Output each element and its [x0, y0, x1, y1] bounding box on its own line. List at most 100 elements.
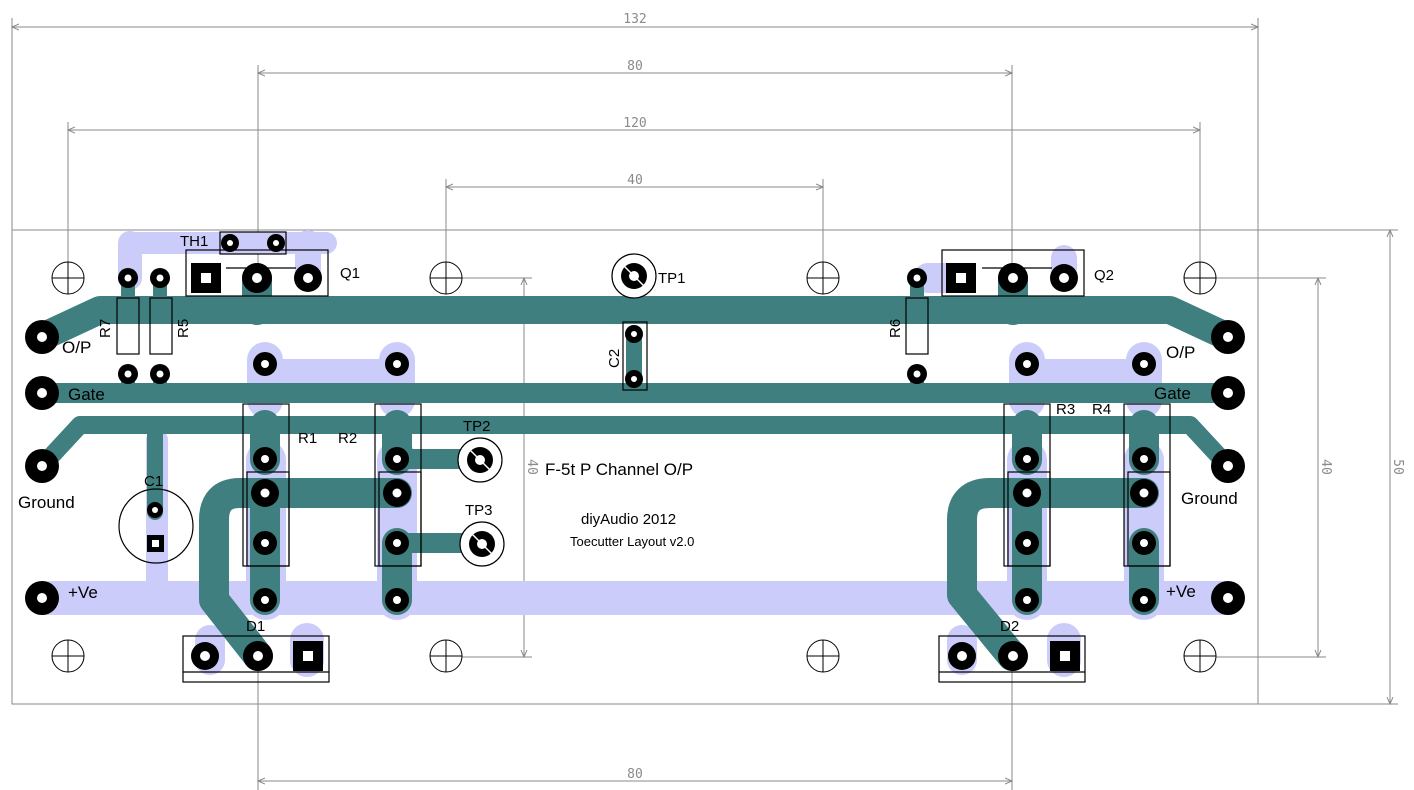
label-op-left: O/P [62, 338, 91, 357]
pad-ve-left [25, 581, 59, 615]
label-ve-left: +Ve [68, 583, 98, 602]
pads [25, 234, 1245, 671]
pad-r5 [150, 364, 170, 384]
pad-r6 [907, 364, 927, 384]
pad-op-right [1211, 320, 1245, 354]
mounting-hole-icon [806, 639, 840, 673]
r3-inner-outline [1007, 471, 1051, 567]
pad-r1-top [253, 352, 277, 376]
dim-label-132: 132 [623, 12, 646, 27]
pad-c1 [147, 502, 163, 518]
pad-d2 [998, 641, 1028, 671]
c2-outline [622, 321, 648, 391]
pad-q2 [1050, 264, 1078, 292]
d2-outline [938, 635, 1086, 683]
label-r5: R5 [175, 319, 192, 338]
pad-r2-top [385, 352, 409, 376]
board-version: Toecutter Layout v2.0 [570, 534, 694, 549]
dim-label-120: 120 [623, 116, 646, 131]
mounting-hole-icon [429, 261, 463, 295]
pad-q1 [294, 264, 322, 292]
label-d1: D1 [246, 618, 265, 635]
mounting-holes [51, 261, 1217, 673]
pad-r4 [1132, 588, 1156, 612]
pad-r2 [383, 479, 411, 507]
mounting-hole-icon [51, 261, 85, 295]
pad-r3-top [1015, 352, 1039, 376]
label-r2: R2 [338, 430, 357, 447]
r4-inner-outline [1127, 471, 1171, 567]
pad-r1 [251, 479, 279, 507]
dim-label-40-right: 40 [1318, 459, 1333, 475]
label-r3: R3 [1056, 401, 1075, 418]
pad-op-left [25, 320, 59, 354]
q2-outline [941, 249, 1085, 297]
pad-ve-right [1211, 581, 1245, 615]
pad-r1 [253, 447, 277, 471]
label-op-right: O/P [1166, 343, 1195, 362]
pad-r2 [385, 531, 409, 555]
dimension-labels: 132 80 120 40 40 40 50 80 [524, 12, 1405, 782]
pad-ground-right [1211, 449, 1245, 483]
label-tp2: TP2 [463, 418, 491, 435]
pad-r3 [1015, 531, 1039, 555]
pad-r4 [1130, 479, 1158, 507]
pad-c2 [625, 370, 643, 388]
pad-q2 [998, 263, 1028, 293]
pad-r3 [1013, 479, 1041, 507]
pad-r4-top [1132, 352, 1156, 376]
r5-outline [149, 297, 173, 355]
pad-r3 [1015, 447, 1039, 471]
tp2-icon [457, 437, 503, 483]
pad-r5 [150, 268, 170, 288]
board-outline [11, 229, 1259, 705]
label-th1: TH1 [180, 233, 208, 250]
dim-label-50: 50 [1390, 459, 1405, 475]
board-title: F-5t P Channel O/P [545, 460, 693, 479]
label-gate-left: Gate [68, 385, 105, 404]
pad-ground-left [25, 449, 59, 483]
tp3-icon [459, 521, 505, 567]
component-labels: TH1 Q1 Q2 TP1 TP2 TP3 R1 R2 R3 R4 R7 R5 … [97, 233, 1114, 635]
mounting-hole-icon [806, 261, 840, 295]
pad-r4 [1132, 531, 1156, 555]
pad-r4 [1132, 447, 1156, 471]
label-c2: C2 [606, 349, 623, 368]
pad-q1-square [191, 263, 221, 293]
label-r6: R6 [887, 319, 904, 338]
c1-outline [118, 488, 194, 564]
mounting-hole-icon [1183, 261, 1217, 295]
label-c1: C1 [144, 473, 163, 490]
label-tp1: TP1 [658, 270, 686, 287]
r7-outline [116, 297, 140, 355]
dimension-lines [12, 18, 1398, 790]
pad-q1 [242, 263, 272, 293]
pad-r1 [253, 531, 277, 555]
r1-inner-outline [246, 471, 290, 567]
board-titles: F-5t P Channel O/P diyAudio 2012 Toecutt… [545, 460, 694, 549]
pad-gate-right [1211, 376, 1245, 410]
pad-d1 [191, 642, 219, 670]
pad-c2 [625, 325, 643, 343]
tp1-icon [611, 253, 657, 299]
pad-r6 [907, 268, 927, 288]
q1-outline [185, 249, 329, 297]
pad-r7 [118, 364, 138, 384]
test-points [457, 253, 657, 567]
pad-d1-square [293, 641, 323, 671]
label-gate-right: Gate [1154, 384, 1191, 403]
pad-r7 [118, 268, 138, 288]
label-ground-left: Ground [18, 493, 75, 512]
label-r4: R4 [1092, 401, 1111, 418]
label-ve-right: +Ve [1166, 582, 1196, 601]
label-ground-right: Ground [1181, 489, 1238, 508]
connector-labels: O/P Gate Ground +Ve O/P Gate Ground +Ve [18, 338, 1238, 602]
mounting-hole-icon [429, 639, 463, 673]
pad-d2 [948, 642, 976, 670]
component-outlines [116, 231, 1171, 683]
label-d2: D2 [1000, 618, 1019, 635]
dim-label-40-inner: 40 [524, 459, 539, 475]
th1-outline [219, 231, 287, 255]
pad-r2 [385, 447, 409, 471]
r6-outline [905, 297, 929, 355]
